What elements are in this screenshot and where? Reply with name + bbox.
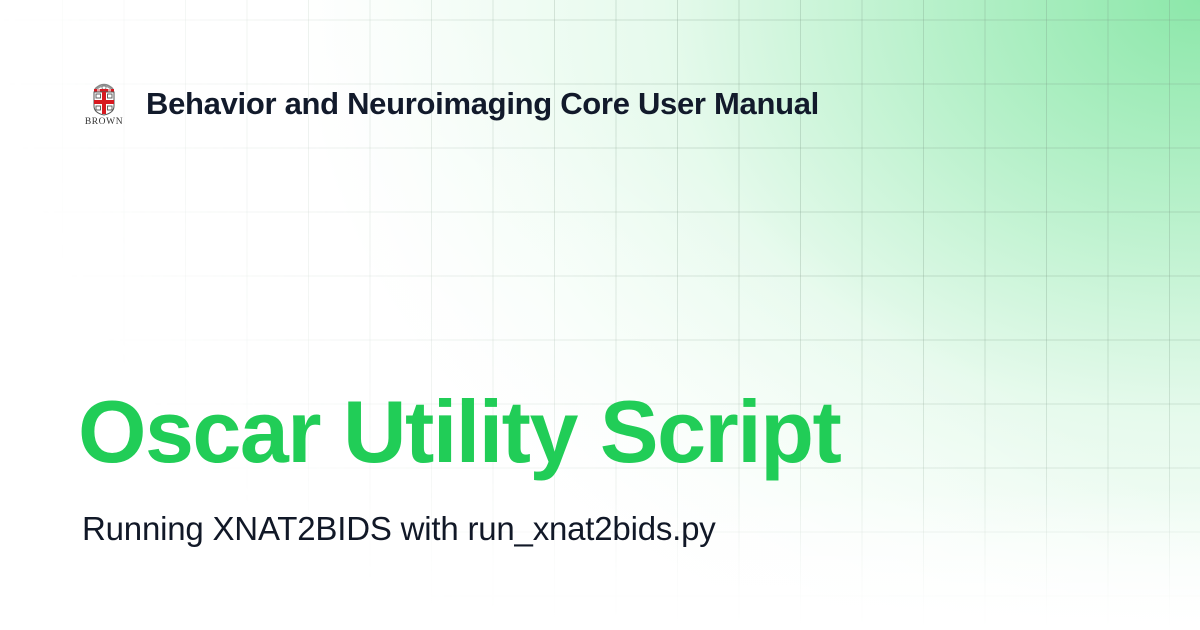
brown-logo[interactable]: BROWN	[82, 80, 126, 132]
brown-university-shield-icon	[93, 83, 115, 116]
site-title[interactable]: Behavior and Neuroimaging Core User Manu…	[146, 86, 819, 121]
header: BROWN Behavior and Neuroimaging Core Use…	[82, 80, 819, 132]
page-subtitle: Running XNAT2BIDS with run_xnat2bids.py	[82, 510, 716, 547]
logo-text: BROWN	[84, 117, 124, 127]
background-bottom-fade	[0, 490, 1200, 630]
page-title: Oscar Utility Script	[78, 382, 842, 481]
